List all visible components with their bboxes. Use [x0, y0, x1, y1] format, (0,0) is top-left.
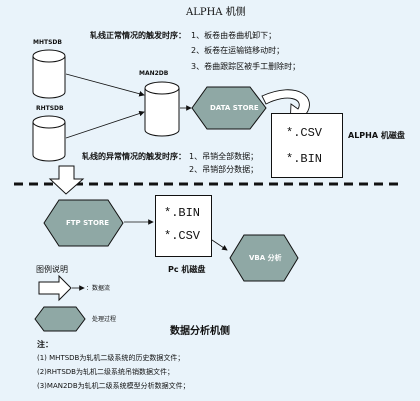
alpha-file-bin: *.BIN [286, 152, 323, 166]
vba-hexagon [229, 234, 299, 282]
legend-process-label: 处理过程 [92, 316, 117, 323]
pc-to-vba-line [208, 237, 228, 251]
note-item: (3)MAN2DB为轧机二级系统模型分析数据文件； [37, 382, 190, 390]
notes-heading: 注： [37, 340, 53, 349]
data-store-hexagon [191, 86, 267, 130]
man2db-label: MAN2DB [139, 70, 169, 77]
down-block-arrow [48, 165, 85, 195]
normal-order-heading: 轧线正常情况的触发时序： [90, 31, 186, 40]
normal-order-item: 1、板卷由卷曲机卸下； [191, 31, 277, 40]
normal-order-item: 3、卷曲跟踪区被手工删除时； [191, 62, 301, 71]
legend-process-hexagon [34, 306, 86, 332]
legend-data-flow-label: ：数据流 [86, 285, 111, 292]
abnormal-order-item: 1、吊销全部数据； [189, 152, 259, 161]
alpha-file-csv: *.CSV [286, 126, 323, 140]
man2db-cylinder [144, 81, 180, 137]
abnormal-order-item: 2、吊销部分数据； [189, 165, 259, 174]
rhtsdb-label: RHTSDB [36, 105, 64, 112]
ftp-store-hexagon [43, 199, 124, 247]
vba-label: VBA 分析 [249, 254, 282, 262]
pc-disk-label: Pc 机磁盘 [168, 265, 206, 274]
mhtsdb-to-man2db-line [65, 73, 145, 97]
alpha-disk-label: ALPHA 机磁盘 [348, 131, 405, 140]
alpha-side-title: ALPHA 机侧 [186, 7, 246, 18]
ftp-store-label: FTP STORE [66, 219, 110, 227]
pc-disk-document: *.BIN *.CSV [155, 195, 212, 257]
note-item: (2)RHTSDB为轧机二级系统吊销数据文件； [37, 368, 174, 376]
rhtsdb-to-man2db-line [65, 110, 145, 139]
mhtsdb-cylinder [32, 49, 66, 99]
legend-arrow-icon [38, 274, 72, 302]
normal-order-item: 2、板卷在运输链移动时； [191, 46, 285, 55]
rhtsdb-cylinder [32, 115, 66, 162]
mhtsdb-label: MHTSDB [33, 39, 62, 46]
data-store-label: DATA STORE [210, 104, 259, 112]
note-item: (1) MHTSDB为轧机二级系统的历史数据文件； [37, 354, 185, 362]
legend-title: 图例说明 [36, 265, 68, 274]
pc-file-bin: *.BIN [164, 206, 201, 220]
pc-file-csv: *.CSV [164, 229, 201, 243]
alpha-disk-document: *.CSV *.BIN [271, 113, 343, 178]
analysis-side-title: 数据分析机侧 [170, 326, 230, 337]
abnormal-order-heading: 轧线的异常情况的触发时序： [82, 152, 186, 161]
